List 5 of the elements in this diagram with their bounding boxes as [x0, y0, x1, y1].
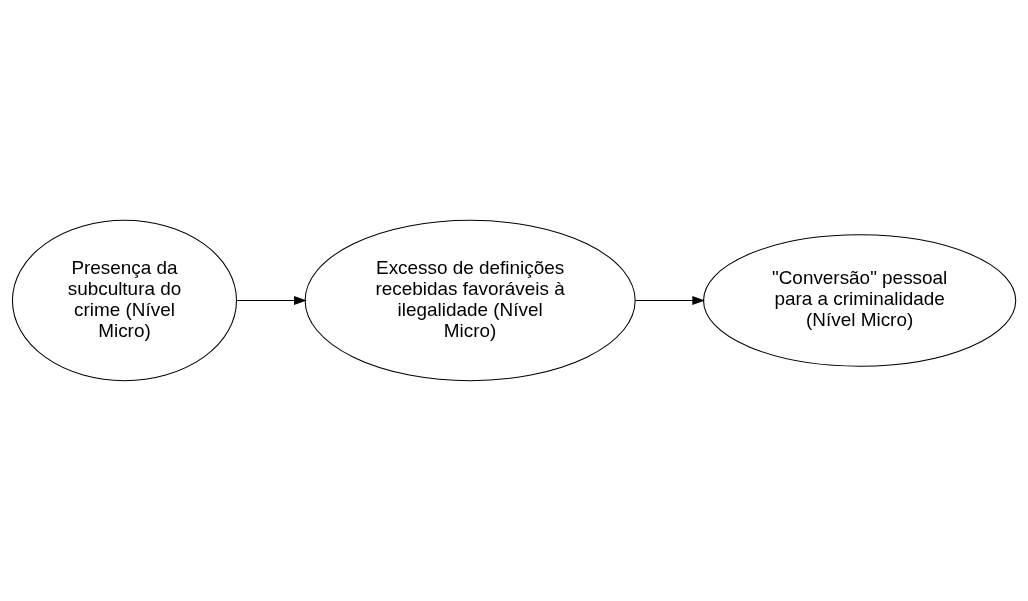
- arrow: [236, 296, 307, 305]
- node-ellipse: Excesso de definições recebidas favoráveis à ilegalidade (Nível Micro): [304, 219, 636, 382]
- arrow: [634, 296, 705, 305]
- node-ellipse: Presença da subcultura do crime (Nível Micro): [11, 219, 238, 382]
- node-ellipse: "Conversão" pessoal para a criminalidade (Nível Micro): [703, 234, 1017, 367]
